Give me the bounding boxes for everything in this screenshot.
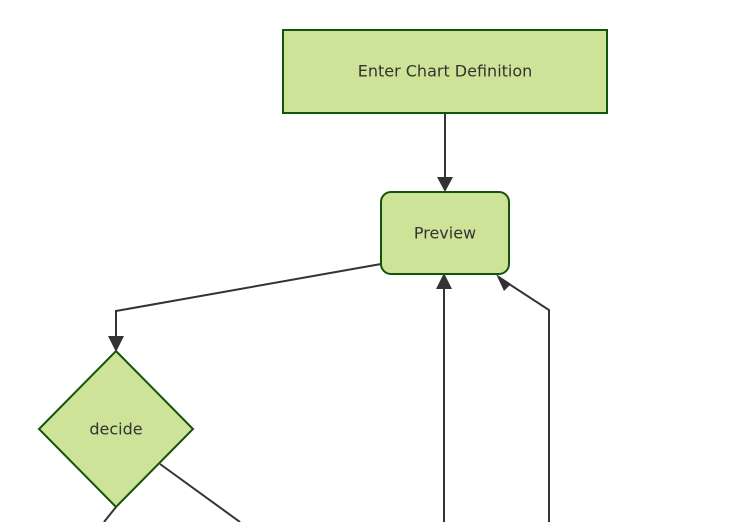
edge-decide-bottom-out-line bbox=[103, 506, 117, 522]
arrowhead-down-into-preview bbox=[437, 177, 453, 192]
edge-layer bbox=[103, 113, 550, 522]
arrowhead-up-into-preview-right bbox=[496, 274, 511, 291]
arrowhead-up-into-preview-center bbox=[436, 273, 452, 289]
edge-decide-right-out bbox=[159, 463, 241, 522]
node-decide[interactable]: decide bbox=[37, 349, 195, 509]
node-preview[interactable]: Preview bbox=[380, 191, 510, 275]
edge-enter-to-preview bbox=[437, 113, 453, 192]
edge-bottom-right-to-preview bbox=[496, 274, 550, 522]
edge-bottom-right-to-preview-line bbox=[502, 279, 550, 522]
arrowhead-down-into-decide bbox=[108, 336, 124, 352]
edge-preview-to-decide-line bbox=[115, 263, 382, 343]
edge-bottom-center-to-preview bbox=[436, 273, 452, 522]
node-enter-chart-definition[interactable]: Enter Chart Definition bbox=[282, 29, 608, 114]
node-layer: Enter Chart Definition Preview decide bbox=[37, 29, 608, 509]
edge-decide-right-out-line bbox=[159, 463, 241, 522]
node-decide-shape[interactable] bbox=[37, 349, 195, 509]
edge-decide-bottom-out bbox=[103, 506, 117, 522]
edge-preview-to-decide bbox=[108, 263, 382, 352]
node-preview-shape[interactable] bbox=[380, 191, 510, 275]
node-enter-chart-definition-shape[interactable] bbox=[282, 29, 608, 114]
